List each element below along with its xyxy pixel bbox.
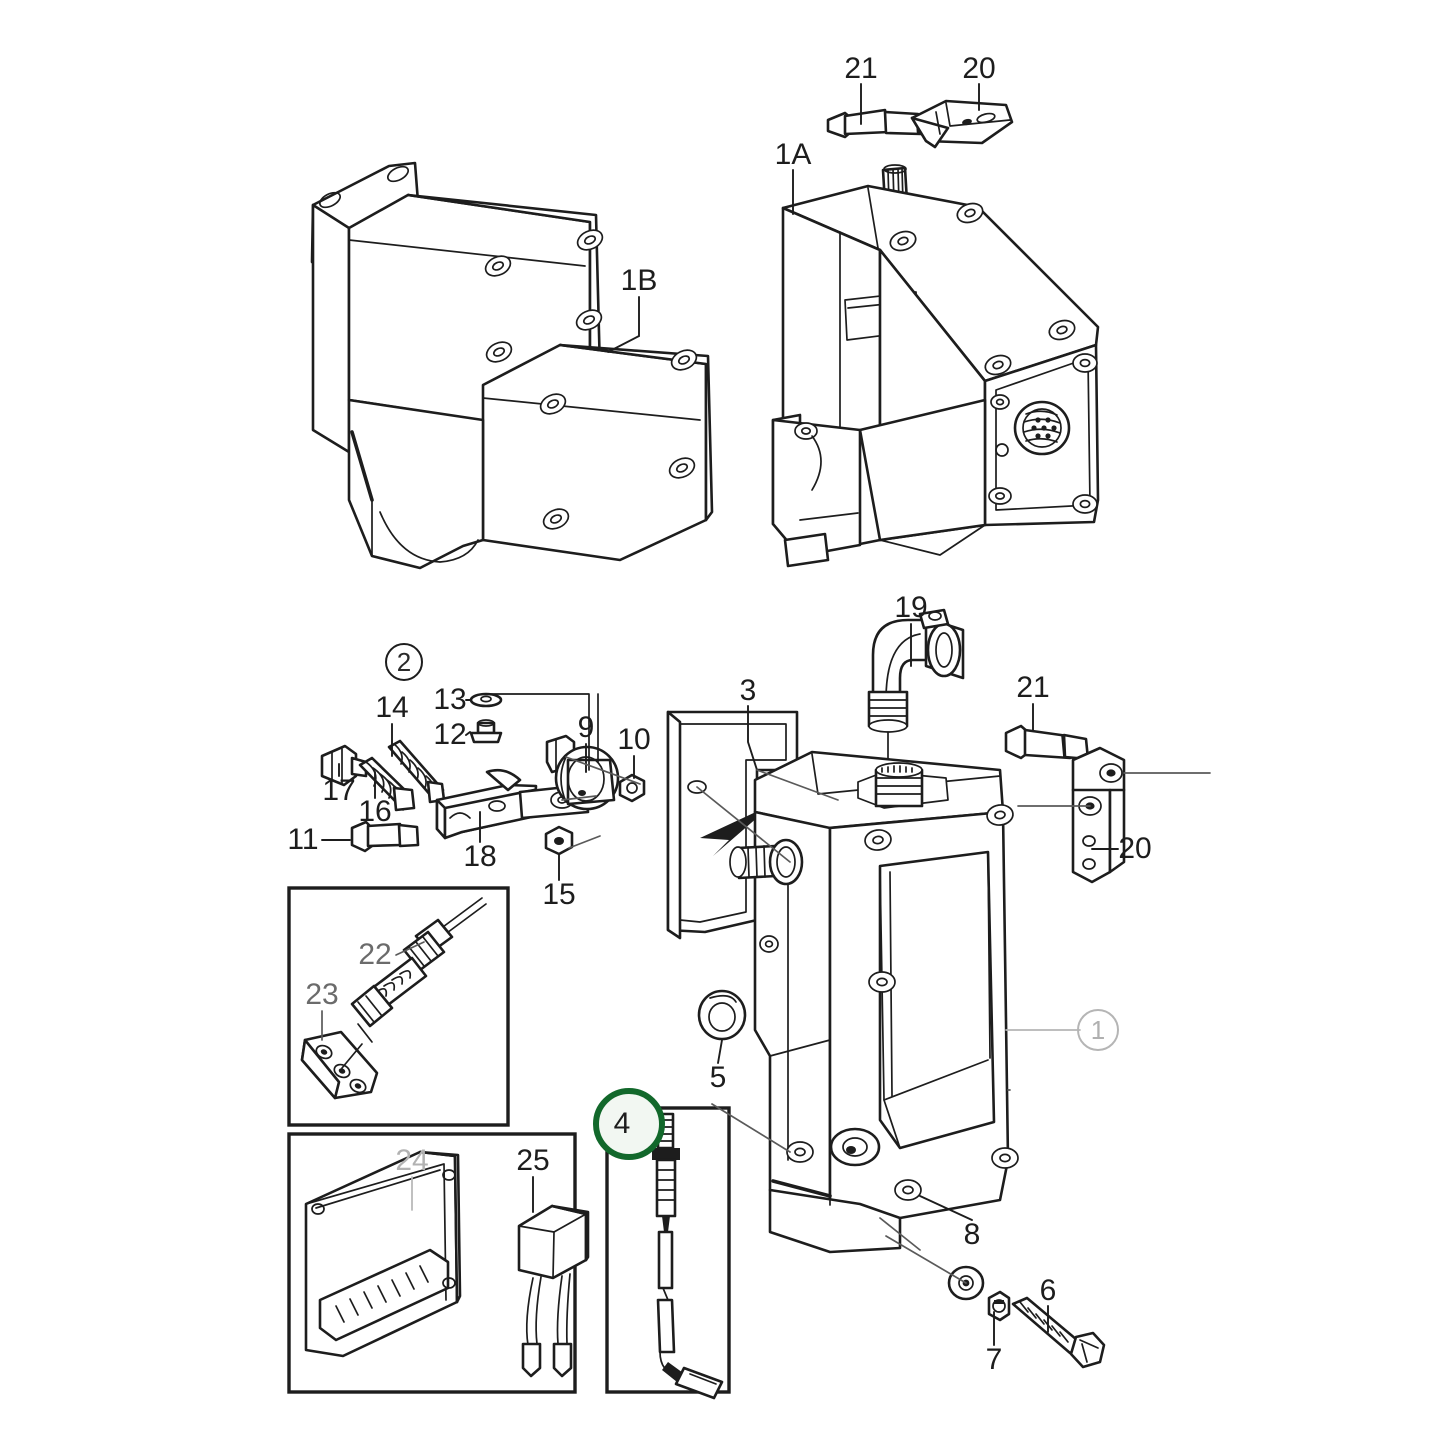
label-21-mid: 21 xyxy=(1016,671,1050,704)
callout-2-text: 2 xyxy=(396,647,412,677)
callout-1: 1 xyxy=(1077,1009,1119,1051)
part-20-mid-graphic xyxy=(1017,746,1211,884)
label-14: 14 xyxy=(375,691,409,724)
label-19: 19 xyxy=(894,591,928,624)
part-15-graphic xyxy=(544,825,574,856)
label-7: 7 xyxy=(985,1343,1003,1376)
inset-box-cable xyxy=(287,886,510,1127)
part-16-graphic xyxy=(358,756,416,812)
label-18: 18 xyxy=(463,840,497,873)
leader-lines xyxy=(321,83,1119,1346)
label-9: 9 xyxy=(577,711,595,744)
part-20-top-graphic xyxy=(910,99,1014,149)
part-11-graphic xyxy=(350,820,420,853)
label-1b: 1B xyxy=(620,264,658,297)
label-17: 17 xyxy=(322,774,356,807)
label-15: 15 xyxy=(542,878,576,911)
part-12-graphic xyxy=(469,719,503,744)
label-16: 16 xyxy=(358,795,392,828)
label-24: 24 xyxy=(395,1144,429,1177)
part-4-graphic xyxy=(652,1112,724,1400)
part-1-main-body-graphic xyxy=(729,750,1019,1254)
part-10-graphic xyxy=(618,773,646,803)
part-18-graphic xyxy=(435,768,590,840)
label-8: 8 xyxy=(963,1218,981,1251)
label-13: 13 xyxy=(433,683,467,716)
part-21-mid-graphic xyxy=(1004,724,1090,761)
label-12: 12 xyxy=(433,718,467,751)
callout-2: 2 xyxy=(385,643,423,681)
part-5-graphic xyxy=(697,989,747,1041)
highlight-label-part-4: 4 xyxy=(613,1107,631,1140)
label-21-top: 21 xyxy=(844,52,878,85)
part-6-graphic xyxy=(1011,1296,1106,1369)
label-23: 23 xyxy=(305,978,339,1011)
label-20-mid: 20 xyxy=(1118,832,1152,865)
label-3: 3 xyxy=(739,674,757,707)
label-5: 5 xyxy=(709,1061,727,1094)
part-1a-graphic xyxy=(771,164,1100,568)
part-7-graphic xyxy=(947,1265,1011,1322)
label-11: 11 xyxy=(287,823,319,856)
part-1b-graphic xyxy=(310,161,714,570)
label-20-top: 20 xyxy=(962,52,996,85)
highlight-ring-part-4 xyxy=(593,1088,665,1160)
label-6: 6 xyxy=(1039,1274,1057,1307)
part-23-graphic xyxy=(300,1030,379,1100)
label-25: 25 xyxy=(516,1144,550,1177)
part-25-graphic xyxy=(517,1204,590,1378)
part-24-graphic xyxy=(304,1150,462,1358)
inset-box-sensor xyxy=(605,1106,731,1394)
callout-1-text: 1 xyxy=(1090,1015,1106,1045)
part-22-graphic xyxy=(350,897,487,1043)
part-19-graphic xyxy=(867,608,965,781)
label-10: 10 xyxy=(617,723,651,756)
part-13-graphic xyxy=(469,692,503,708)
label-22: 22 xyxy=(358,938,392,971)
label-1a: 1A xyxy=(774,138,812,171)
